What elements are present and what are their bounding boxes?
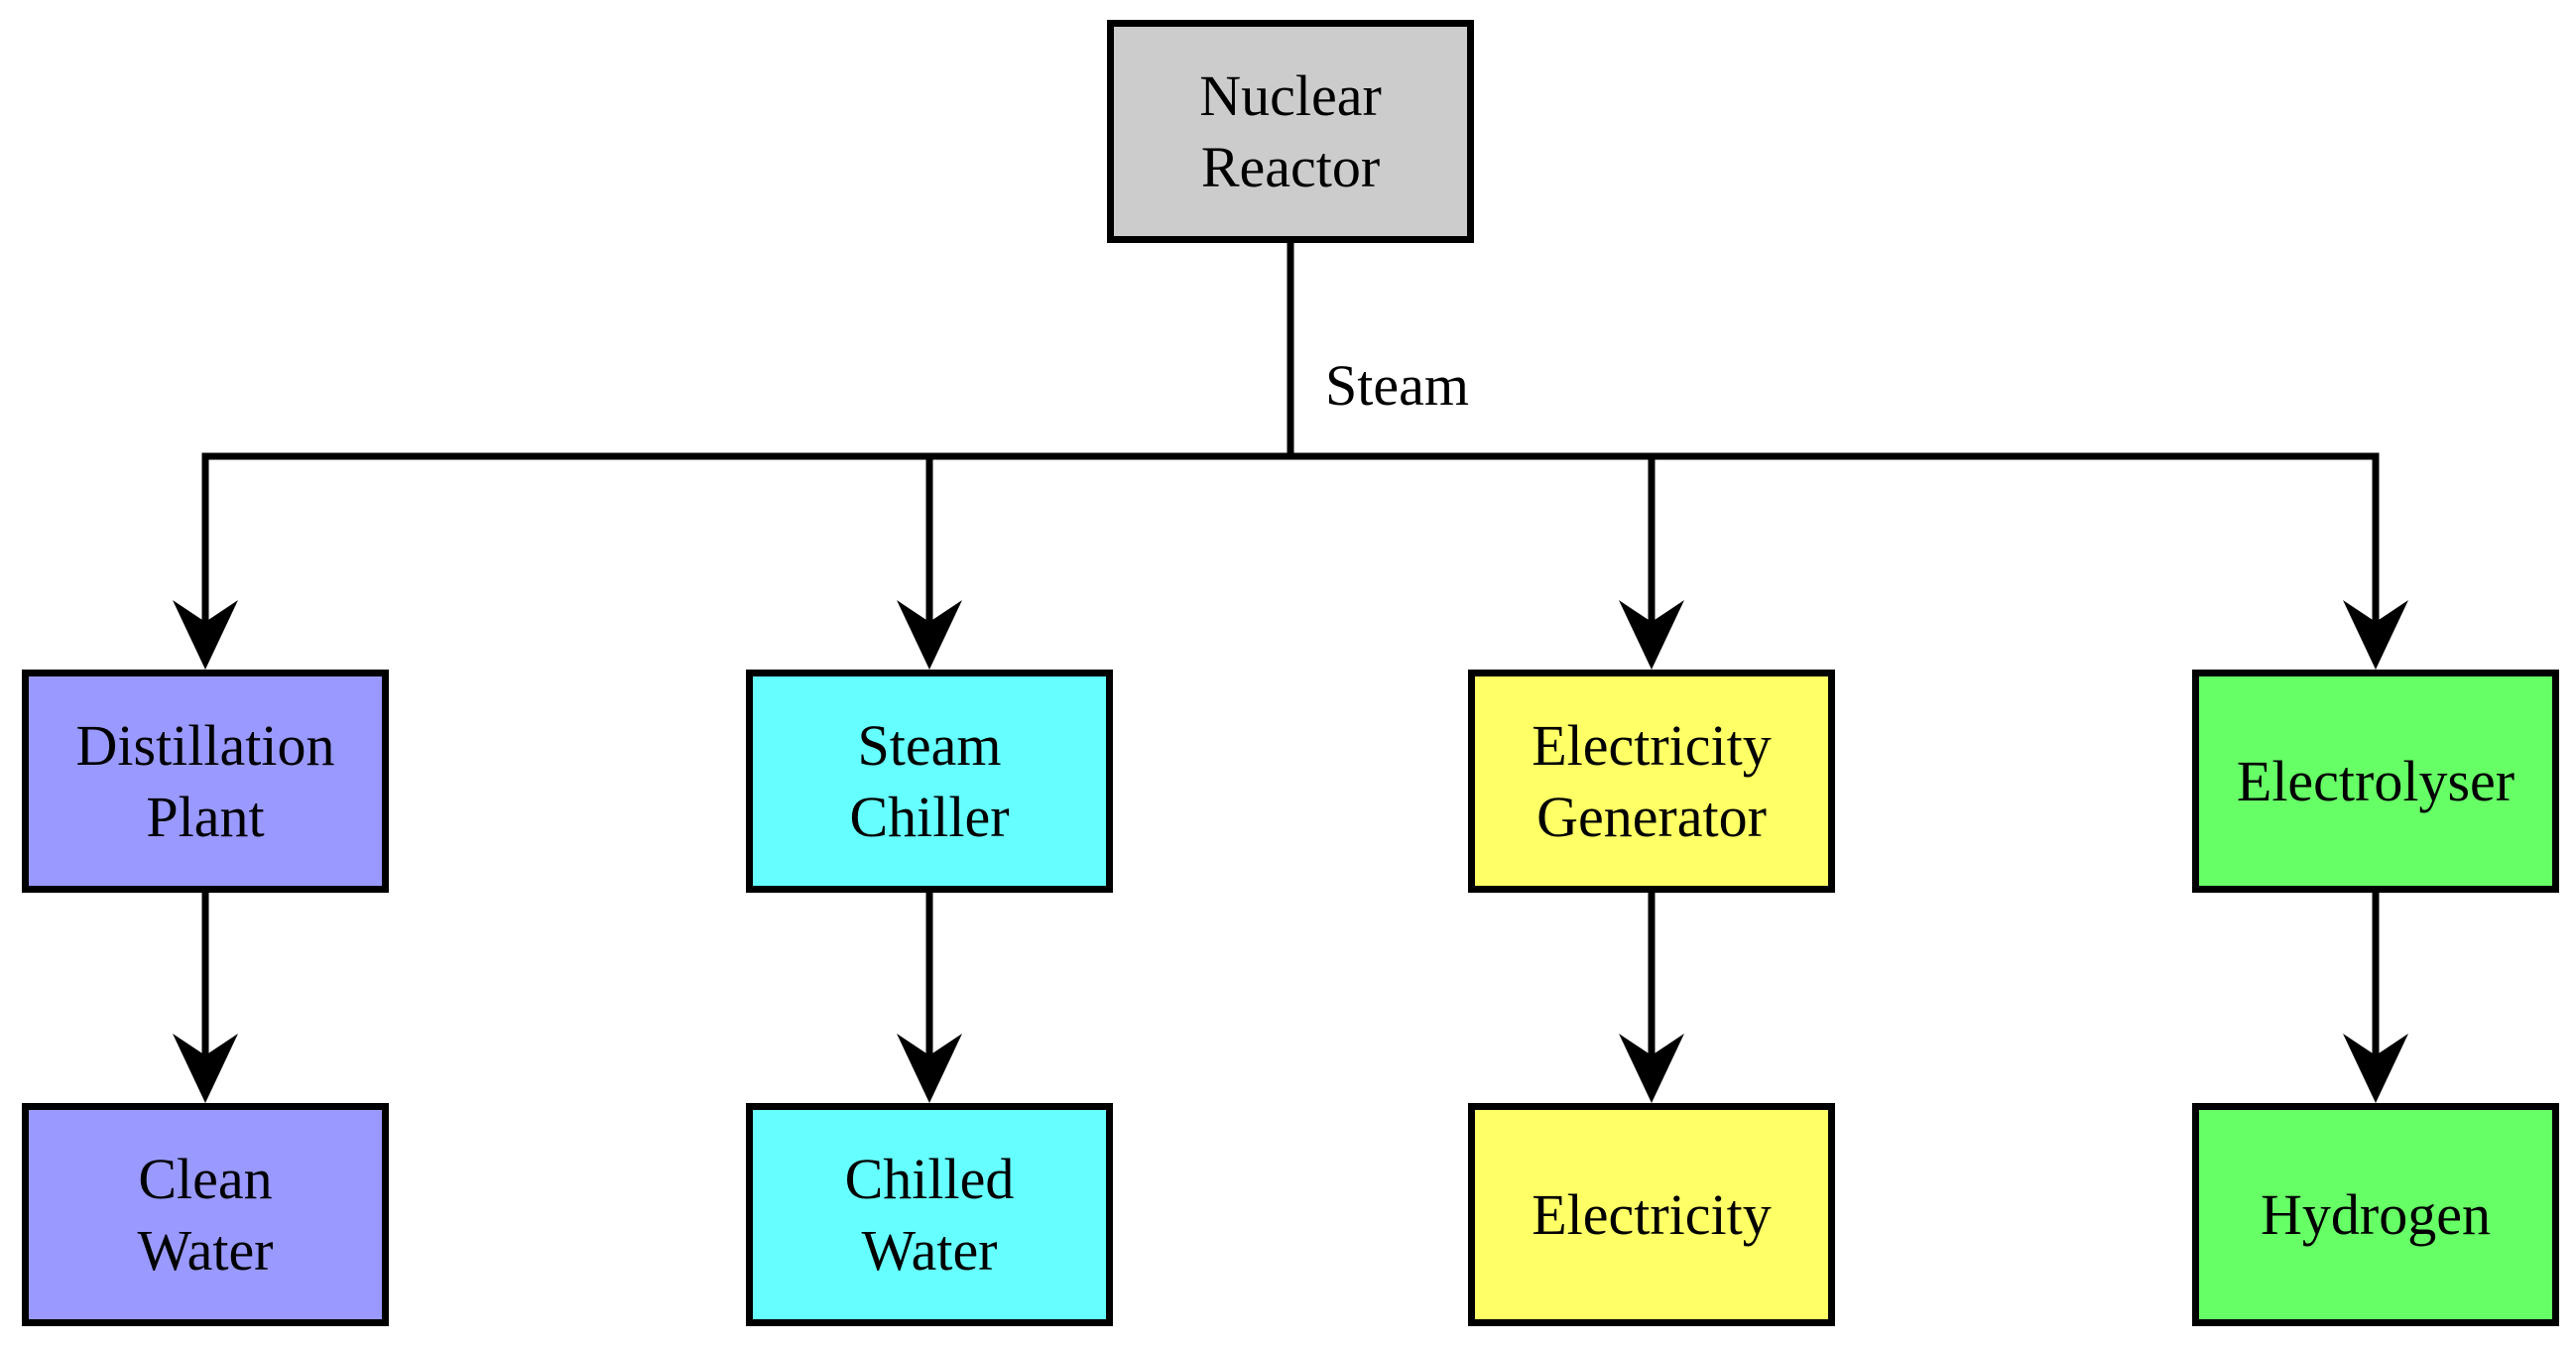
hydrogen-label: Hydrogen: [2261, 1181, 2491, 1247]
arrowhead-chilled-water: [897, 1034, 962, 1103]
electricity-node: Electricity: [1468, 1103, 1835, 1326]
arrowhead-electricity: [1619, 1034, 1684, 1103]
arrowhead-electricity-generator: [1619, 600, 1684, 670]
electrolyser-label: Electrolyser: [2236, 748, 2515, 813]
electrolyser-node: Electrolyser: [2192, 670, 2559, 893]
steam-edge-label: Steam: [1325, 353, 1469, 418]
arrowhead-distillation-plant: [173, 600, 238, 670]
arrowhead-steam-chiller: [897, 600, 962, 670]
arrowhead-hydrogen: [2343, 1034, 2408, 1103]
electricity-label: Electricity: [1532, 1181, 1772, 1247]
arrowhead-electrolyser: [2343, 600, 2408, 670]
hydrogen-node: Hydrogen: [2192, 1103, 2559, 1326]
arrowhead-clean-water: [173, 1034, 238, 1103]
